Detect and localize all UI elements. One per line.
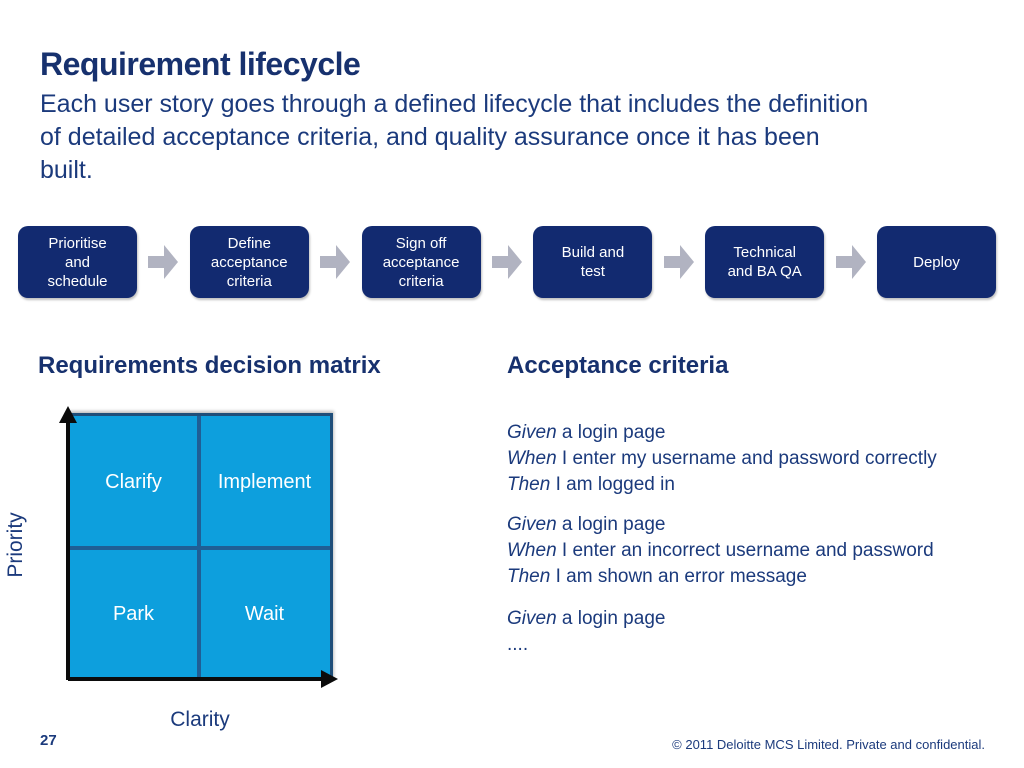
scenario-line: Then I am shown an error message <box>507 564 987 590</box>
acceptance-scenario-1: Given a login page When I enter my usern… <box>507 420 987 498</box>
block-arrow-right-icon <box>491 245 522 279</box>
scenario-text: a login page <box>556 514 666 535</box>
subtitle-line: built. <box>40 156 93 184</box>
lifecycle-flow: Prioritise and schedule Define acceptanc… <box>18 226 996 298</box>
scenario-text: a login page <box>556 608 666 629</box>
flow-step-label: acceptance <box>382 253 460 271</box>
flow-step-label: acceptance <box>210 253 288 271</box>
y-axis-arrow-up-icon <box>59 406 77 423</box>
scenario-line: Given a login page <box>507 606 987 632</box>
gherkin-keyword: When <box>507 540 557 561</box>
flow-step-technical-ba-qa: Technical and BA QA <box>705 226 825 298</box>
page-title: Requirement lifecycle <box>40 46 361 82</box>
subtitle-line: of detailed acceptance criteria, and qua… <box>40 123 820 151</box>
gherkin-keyword: When <box>507 448 557 469</box>
page-number: 27 <box>40 732 57 749</box>
matrix-heading: Requirements decision matrix <box>38 352 381 379</box>
flow-step-label: Prioritise <box>48 234 107 252</box>
subtitle-line: Each user story goes through a defined l… <box>40 90 869 118</box>
flow-step-deploy: Deploy <box>876 226 996 298</box>
block-arrow-right-icon <box>663 245 694 279</box>
flow-arrow <box>481 245 534 279</box>
scenario-text: I enter an incorrect username and passwo… <box>556 540 934 561</box>
gherkin-keyword: Then <box>507 474 551 495</box>
flow-step-label: Build and <box>561 244 625 261</box>
scenario-line: Given a login page <box>507 512 987 538</box>
copyright-text: © 2011 Deloitte MCS Limited. Private and… <box>672 737 985 752</box>
acceptance-scenario-3: Given a login page .... <box>507 606 987 658</box>
matrix-horizontal-divider <box>68 546 330 550</box>
scenario-text: I am shown an error message <box>550 566 807 587</box>
quadrant-wait: Wait <box>244 602 285 625</box>
flow-step-label: criteria <box>398 272 444 290</box>
scenario-line: Then I am logged in <box>507 472 987 498</box>
block-arrow-right-icon <box>148 245 179 279</box>
flow-step-label: Sign off <box>395 234 447 252</box>
flow-step-label: criteria <box>226 272 272 290</box>
y-axis-line <box>66 420 70 680</box>
gherkin-keyword: Given <box>507 514 557 535</box>
flow-step-define-acceptance-criteria: Define acceptance criteria <box>189 226 309 298</box>
flow-step-label: and <box>64 253 91 271</box>
flow-arrow <box>309 245 362 279</box>
block-arrow-right-icon <box>320 245 351 279</box>
flow-step-prioritise-schedule: Prioritise and schedule <box>18 226 137 298</box>
quadrant-implement: Implement <box>217 470 312 493</box>
flow-step-label: Define <box>227 234 271 252</box>
acceptance-criteria-heading: Acceptance criteria <box>507 352 729 379</box>
acceptance-scenario-2: Given a login page When I enter an incor… <box>507 512 987 590</box>
flow-step-label: schedule <box>47 272 108 290</box>
flow-step-sign-off-acceptance-criteria: Sign off acceptance criteria <box>361 226 481 298</box>
gherkin-keyword: Then <box>507 566 551 587</box>
flow-arrow <box>824 245 877 279</box>
flow-arrow <box>137 245 190 279</box>
decision-matrix: Clarify Implement Park Wait <box>68 413 333 680</box>
gherkin-keyword: Given <box>507 608 557 629</box>
x-axis-label: Clarity <box>170 708 230 731</box>
scenario-line: When I enter an incorrect username and p… <box>507 538 987 564</box>
slide-subtitle: Each user story goes through a defined l… <box>40 88 1000 187</box>
x-axis-arrow-right-icon <box>321 670 338 688</box>
flow-step-build-and-test: Build and test <box>533 226 653 298</box>
flow-step-label: test <box>580 263 605 280</box>
flow-step-label: and BA QA <box>727 263 802 280</box>
y-axis-label: Priority <box>4 512 27 578</box>
quadrant-clarify: Clarify <box>105 470 162 493</box>
scenario-line: When I enter my username and password co… <box>507 446 987 472</box>
scenario-ellipsis: .... <box>507 634 529 655</box>
flow-step-label: Technical <box>733 244 796 261</box>
scenario-text: I am logged in <box>550 474 675 495</box>
scenario-text: I enter my username and password correct… <box>556 448 937 469</box>
scenario-text: a login page <box>556 422 666 443</box>
matrix-quadrants: Clarify Implement Park Wait <box>68 416 330 680</box>
quadrant-park: Park <box>112 602 155 625</box>
block-arrow-right-icon <box>835 245 866 279</box>
flow-step-label: Deploy <box>913 253 960 271</box>
flow-arrow <box>652 245 705 279</box>
gherkin-keyword: Given <box>507 422 557 443</box>
x-axis-line <box>68 677 324 681</box>
scenario-line: Given a login page <box>507 420 987 446</box>
